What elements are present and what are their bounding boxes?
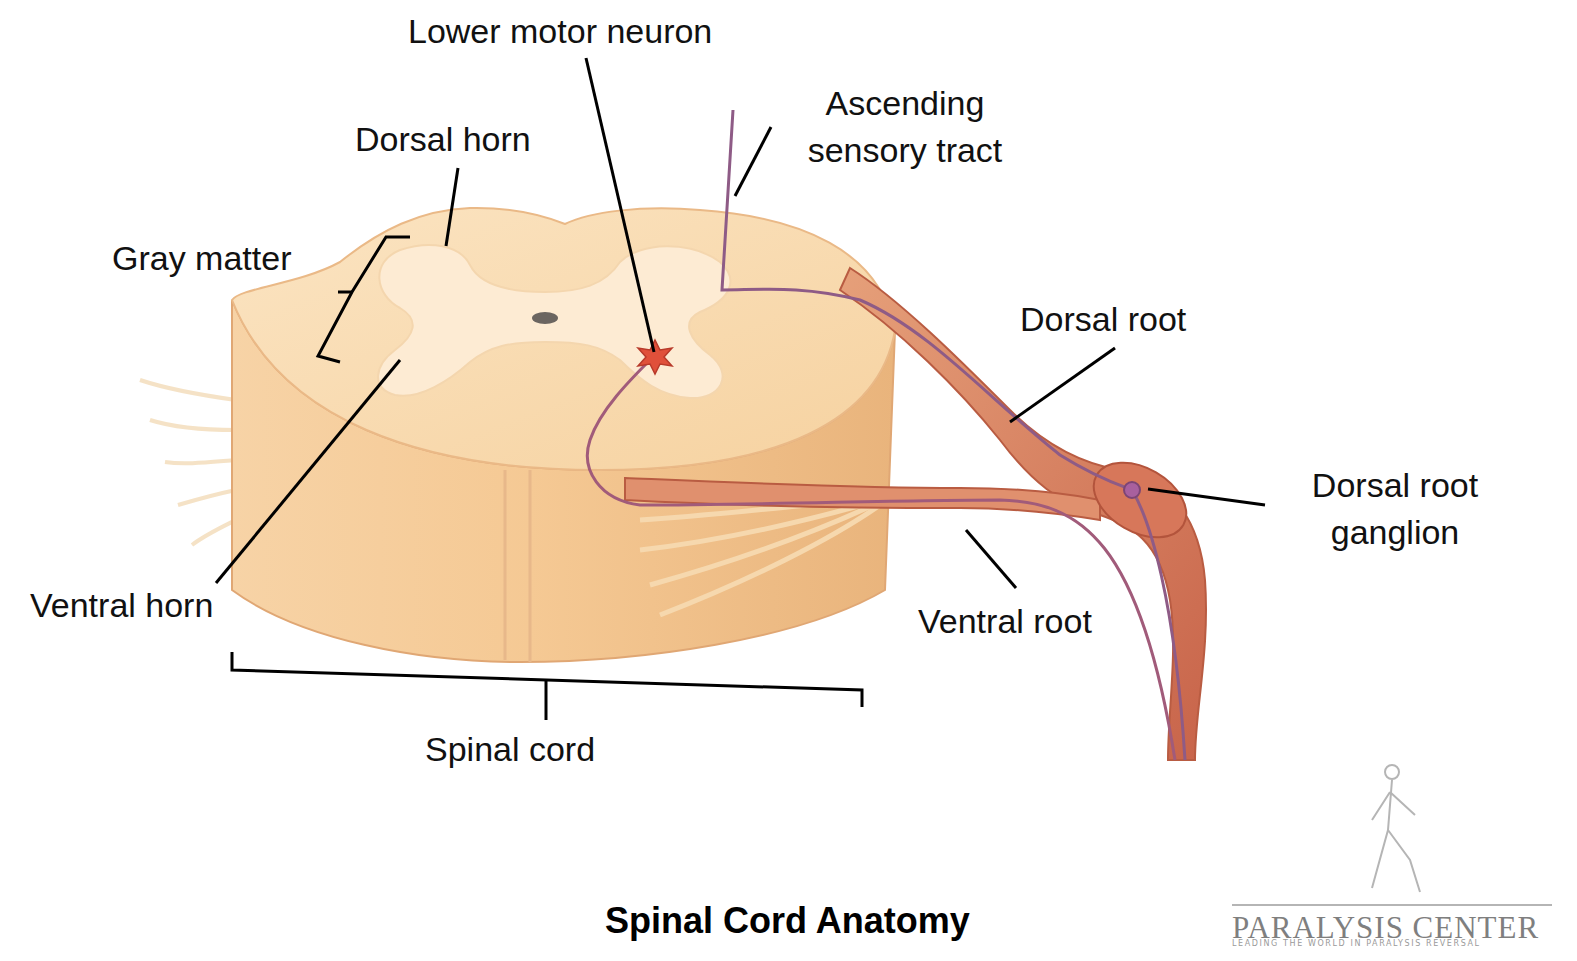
part-label: Ventral horn — [30, 582, 290, 629]
part-label: Ascending sensory tract — [780, 80, 1030, 174]
part-label: Ventral root — [918, 598, 1178, 645]
part-label: Dorsal horn — [355, 116, 615, 163]
watermark: PARALYSIS CENTER — [1232, 912, 1562, 943]
part-label: Dorsal root ganglion — [1280, 462, 1510, 556]
part-label: Spinal cord — [425, 726, 685, 773]
part-label: Lower motor neuron — [408, 8, 788, 55]
part-label: Gray matter — [112, 235, 342, 282]
part-label: Dorsal root — [1020, 296, 1280, 343]
watermark-tagline: LEADING THE WORLD IN PARALYSIS REVERSAL — [1232, 940, 1562, 948]
caption: Spinal Cord Anatomy — [605, 900, 970, 942]
